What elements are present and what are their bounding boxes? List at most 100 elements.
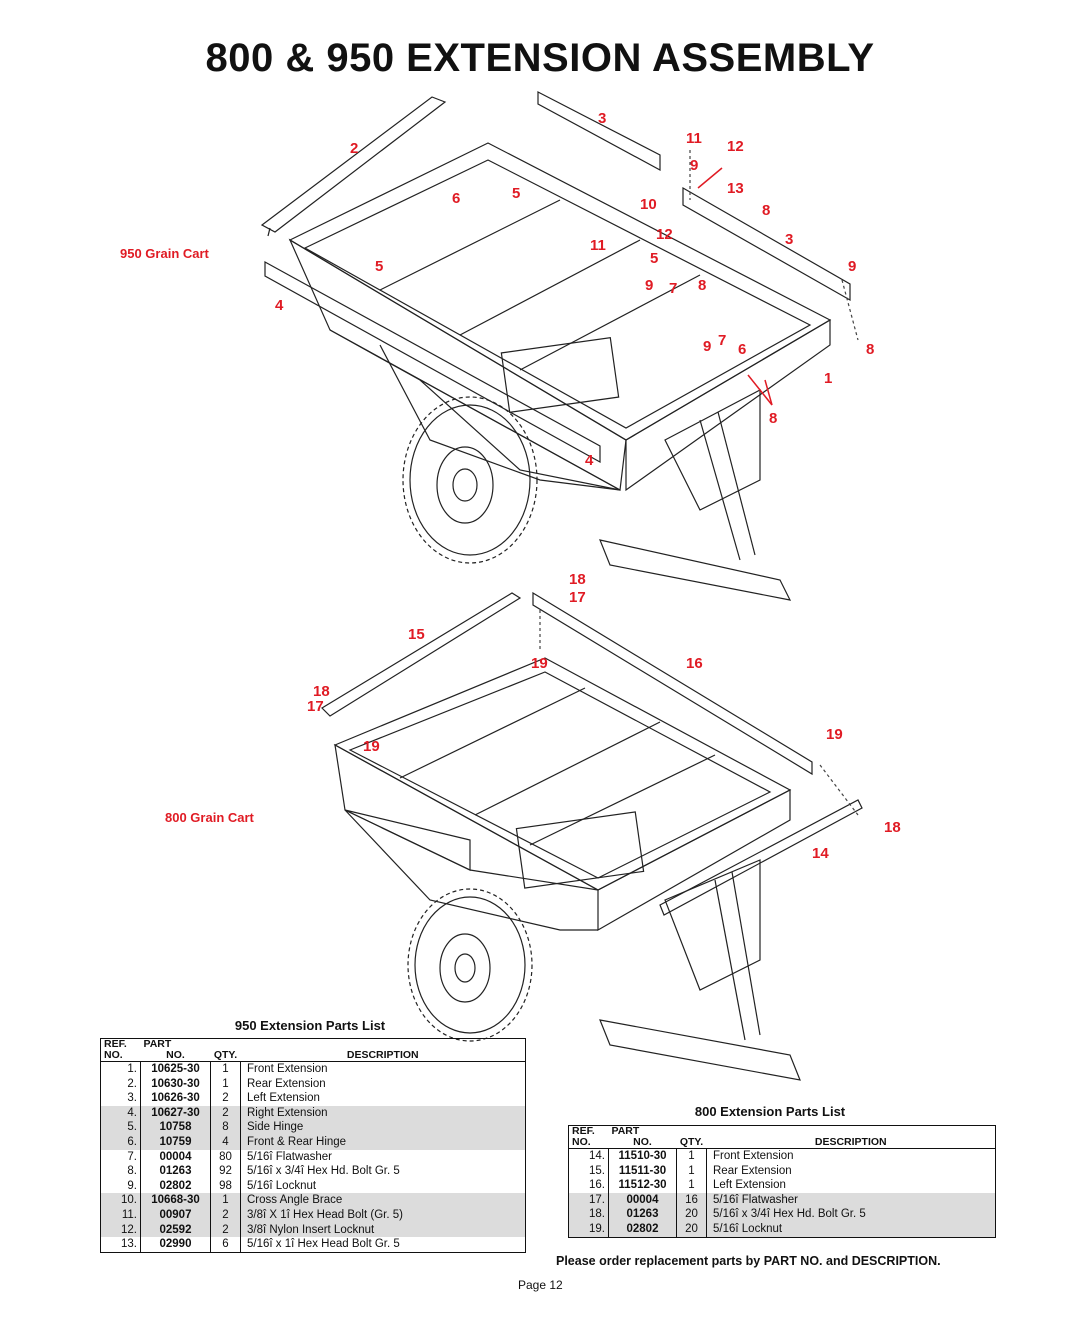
callout-13: 13 bbox=[727, 180, 744, 197]
callout-6: 6 bbox=[452, 190, 461, 207]
description-cell: Side Hinge bbox=[240, 1120, 526, 1135]
description-cell: 5/16î Flatwasher bbox=[706, 1192, 996, 1208]
callout-17: 17 bbox=[569, 589, 586, 606]
col-header-part: PART bbox=[143, 1038, 172, 1050]
table-950-title: 950 Extension Parts List bbox=[234, 1018, 386, 1033]
page-number: Page 12 bbox=[518, 1278, 563, 1292]
description-cell: Rear Extension bbox=[247, 1077, 326, 1090]
part-no-cell: 11512-30 bbox=[608, 1178, 677, 1193]
col-header-part: PART bbox=[611, 1125, 640, 1137]
callout-5b: 5 bbox=[650, 250, 659, 267]
table-800-title: 800 Extension Parts List bbox=[694, 1104, 846, 1119]
callout-12: 12 bbox=[727, 138, 744, 155]
description-cell: 3/8î X 1î Hex Head Bolt (Gr. 5) bbox=[240, 1207, 526, 1223]
qty-cell: 8 bbox=[210, 1120, 241, 1135]
ref-cell: 5. bbox=[100, 1120, 141, 1135]
description-cell: Cross Angle Brace bbox=[240, 1193, 526, 1208]
ref-cell: 3. bbox=[100, 1091, 141, 1106]
extension-panel-950-rear bbox=[537, 91, 661, 172]
qty-cell: 2 bbox=[210, 1222, 241, 1238]
callout-6b: 6 bbox=[738, 341, 747, 358]
callout-19c: 19 bbox=[826, 726, 843, 743]
part-no-cell: 00907 bbox=[140, 1207, 211, 1223]
callout-3: 3 bbox=[598, 110, 607, 127]
ref-cell: 7. bbox=[100, 1149, 141, 1165]
callout-15: 15 bbox=[408, 626, 425, 643]
cart-body-950 bbox=[288, 142, 832, 601]
qty-cell: 2 bbox=[210, 1091, 241, 1106]
description-cell: Rear Extension bbox=[713, 1164, 792, 1177]
description-cell: 5/16î x 3/4î Hex Hd. Bolt Gr. 5 bbox=[247, 1165, 400, 1178]
ref-cell: 14. bbox=[568, 1148, 609, 1164]
description-cell: 5/16î Flatwasher bbox=[247, 1150, 333, 1163]
ref-cell: 8. bbox=[100, 1164, 141, 1179]
part-no-cell: 10626-30 bbox=[140, 1091, 211, 1106]
col-header-description: DESCRIPTION bbox=[706, 1137, 996, 1149]
part-no-cell: 10630-30 bbox=[140, 1076, 211, 1092]
callout-7: 7 bbox=[669, 280, 678, 297]
part-no-cell: 02802 bbox=[608, 1221, 677, 1238]
description-cell: Front & Rear Hinge bbox=[240, 1134, 526, 1150]
callout-4: 4 bbox=[275, 297, 284, 314]
callout-8b: 8 bbox=[698, 277, 707, 294]
qty-cell: 1 bbox=[676, 1148, 707, 1164]
extension-panel-800-rear bbox=[532, 591, 813, 776]
description-cell: Left Extension bbox=[247, 1092, 320, 1105]
col-header-ref-no: NO. bbox=[568, 1137, 609, 1149]
qty-cell: 1 bbox=[676, 1178, 707, 1193]
ref-cell: 15. bbox=[568, 1163, 609, 1179]
part-no-cell: 02990 bbox=[140, 1237, 211, 1253]
cart-body-800 bbox=[333, 657, 801, 1081]
callout-18: 18 bbox=[569, 571, 586, 588]
qty-cell: 92 bbox=[210, 1164, 241, 1179]
callout-2: 2 bbox=[350, 140, 359, 157]
col-header-part-no: NO. bbox=[608, 1137, 677, 1149]
callout-17b: 17 bbox=[307, 698, 324, 715]
callout-4b: 4 bbox=[585, 452, 594, 469]
ref-cell: 18. bbox=[568, 1207, 609, 1222]
description-cell: Left Extension bbox=[713, 1179, 786, 1192]
part-no-cell: 01263 bbox=[608, 1207, 677, 1222]
extension-panel-800-right bbox=[659, 799, 863, 916]
col-header-qty: QTY. bbox=[676, 1137, 707, 1149]
order-note: Please order replacement parts by PART N… bbox=[556, 1254, 941, 1268]
description-cell: Right Extension bbox=[240, 1105, 526, 1121]
description-cell: 3/8î Nylon Insert Locknut bbox=[240, 1222, 526, 1238]
ref-cell: 2. bbox=[100, 1076, 141, 1092]
col-header-ref: REF. bbox=[104, 1038, 127, 1050]
qty-cell: 2 bbox=[210, 1105, 241, 1121]
tire-950 bbox=[402, 396, 538, 564]
col-header-description: DESCRIPTION bbox=[240, 1050, 526, 1062]
qty-cell: 1 bbox=[210, 1193, 241, 1208]
callout-12b: 12 bbox=[656, 226, 673, 243]
qty-cell: 1 bbox=[210, 1076, 241, 1092]
callout-11: 11 bbox=[686, 130, 702, 147]
ref-cell: 16. bbox=[568, 1178, 609, 1193]
tire-800 bbox=[407, 888, 533, 1042]
ref-cell: 4. bbox=[100, 1105, 141, 1121]
callout-18c: 18 bbox=[884, 819, 901, 836]
qty-cell: 16 bbox=[676, 1192, 707, 1208]
qty-cell: 2 bbox=[210, 1207, 241, 1223]
callout-18b: 18 bbox=[313, 683, 330, 700]
callout-9d: 9 bbox=[703, 338, 712, 355]
callout-9: 9 bbox=[690, 157, 699, 174]
qty-cell: 20 bbox=[676, 1221, 707, 1238]
ref-cell: 10. bbox=[100, 1193, 141, 1208]
part-no-cell: 10668-30 bbox=[140, 1193, 211, 1208]
callout-11b: 11 bbox=[590, 237, 606, 254]
callout-19: 19 bbox=[531, 655, 548, 672]
parts-table-800: REF. PART NO. NO. QTY. DESCRIPTION 14.11… bbox=[568, 1125, 996, 1238]
